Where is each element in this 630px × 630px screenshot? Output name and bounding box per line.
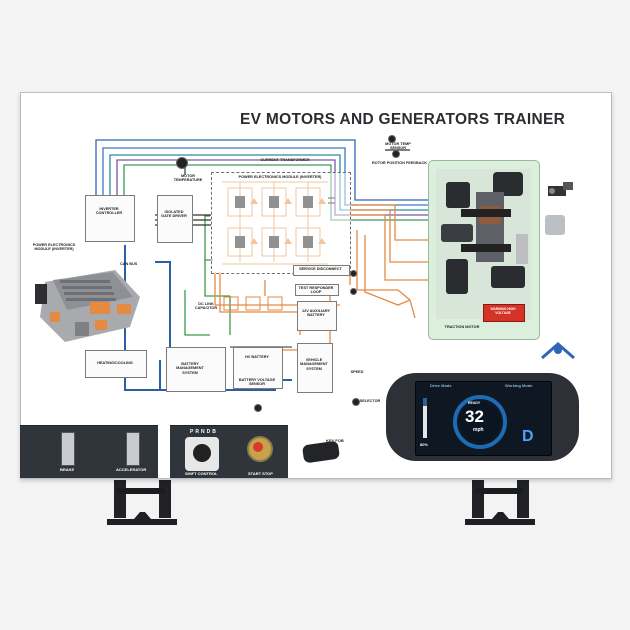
cluster-left-tab[interactable]: Drive Mode <box>430 383 452 388</box>
left-stand <box>107 465 177 525</box>
cluster-status: READY <box>468 401 481 405</box>
hv-battery-box <box>233 347 283 389</box>
motor-temp-knob[interactable] <box>176 157 188 169</box>
motor-temp-sensor-label: MOTOR TEMP SENSOR <box>385 142 411 151</box>
start-stop-label: START STOP <box>248 471 273 476</box>
traction-motor-label: TRACTION MOTOR <box>444 325 480 329</box>
speed-label: SPEED <box>350 370 364 374</box>
cluster-right-tab[interactable]: Working Mode <box>505 383 533 388</box>
aux-battery-box <box>297 301 337 331</box>
shift-control-label: SHIFT CONTROL <box>185 471 218 476</box>
bms-box <box>166 347 226 392</box>
isolated-gate-driver-label: ISOLATED GATE DRIVER <box>161 210 187 219</box>
test-point-3[interactable] <box>350 270 357 277</box>
vms-label: VEHICLE MANAGEMENT SYSTEM <box>300 358 328 371</box>
gear-p: P <box>190 429 194 435</box>
battery-percent: 80% <box>420 442 429 447</box>
shift-knob-cap[interactable] <box>193 444 211 462</box>
selector-label: SELECTOR <box>359 399 381 403</box>
speed-encoder-icon <box>538 340 578 362</box>
gear-b: B <box>212 429 216 435</box>
test-point-2[interactable] <box>392 150 400 158</box>
key-fob-label: KEY FOB <box>326 438 344 443</box>
test-responder-loop-label: TEST RESPONDER LOOP <box>298 286 334 295</box>
can-bus-label: CAN BUS <box>120 262 138 266</box>
bms-label: BATTERY MANAGEMENT SYSTEM <box>176 362 204 375</box>
inverter-controller-box <box>85 195 135 242</box>
motor-temp-label: MOTOR TEMPERATURE <box>173 174 203 183</box>
dc-link-label: DC LINK CAPACITOR <box>194 302 218 311</box>
selector-knob[interactable] <box>352 398 360 406</box>
start-stop-center[interactable] <box>253 442 263 452</box>
pem-left-label: POWER ELECTRONICS MODULE (INVERTER) <box>32 243 76 252</box>
power-electronics-module-label: POWER ELECTRONICS MODULE (INVERTER) <box>238 175 322 179</box>
accelerator-pedal[interactable] <box>126 432 140 466</box>
hv-warning-text: WARNING HIGH VOLTAGE <box>490 307 516 315</box>
test-point-1[interactable] <box>388 135 396 143</box>
service-disconnect-box <box>293 265 350 276</box>
heater-box <box>85 350 147 378</box>
board-title: EV MOTORS AND GENERATORS TRAINER <box>240 111 566 128</box>
hv-battery-label: HV BATTERY <box>245 355 269 359</box>
current-transformer-label: CURRENT TRANSFORMER <box>260 158 310 162</box>
sensor-unit <box>545 215 565 235</box>
pem-inverter-photo <box>35 262 145 347</box>
vms-box <box>297 343 333 393</box>
gear-r: R <box>195 429 199 435</box>
speedometer-ring <box>453 395 507 449</box>
brake-label: BRAKE <box>60 467 75 472</box>
battery-gauge <box>423 398 427 438</box>
traction-motor-photo <box>431 164 536 324</box>
speed-value: 32 <box>465 407 484 426</box>
gear-n: N <box>200 429 205 435</box>
test-point-5[interactable] <box>254 404 262 412</box>
test-responder-loop-box <box>295 284 339 296</box>
accelerator-label: ACCELERATOR <box>116 467 147 472</box>
inverter-controller-label: INVERTER CONTROLLER <box>95 207 123 216</box>
speed-unit: mph <box>473 427 484 433</box>
battery-sensor-label: BATTERY VOLTAGE SENSOR <box>238 378 276 387</box>
power-electronics-module-box <box>211 172 351 274</box>
right-stand <box>465 465 535 525</box>
service-disconnect-label: SERVICE DISCONNECT <box>299 267 342 271</box>
hv-warning-sign <box>483 304 525 322</box>
isolated-gate-driver-box <box>157 195 193 243</box>
aux-battery-label: 12V AUXILIARY BATTERY <box>302 309 330 318</box>
gear-labels: P R N D B <box>190 429 216 435</box>
gear-indicator: D <box>522 428 534 445</box>
test-point-4[interactable] <box>350 288 357 295</box>
key-switch[interactable] <box>548 178 574 202</box>
gear-d: D <box>206 429 211 435</box>
rotor-position-label: ROTOR POSITION FEEDBACK <box>372 161 427 165</box>
heater-label: HEATING/COOLING <box>97 361 133 365</box>
brake-pedal[interactable] <box>61 432 75 466</box>
